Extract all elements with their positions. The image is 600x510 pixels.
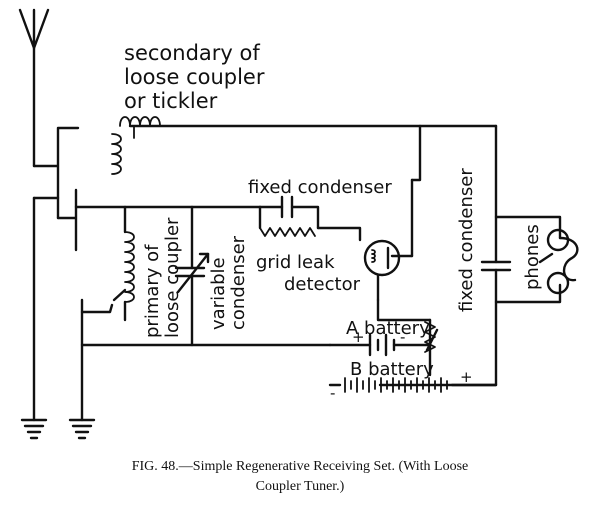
label-primary-2: loose coupler bbox=[162, 217, 183, 338]
secondary-coil bbox=[111, 116, 498, 258]
label-grid-leak: grid leak bbox=[256, 252, 335, 273]
label-secondary-2: loose coupler bbox=[124, 65, 265, 89]
primary-coil bbox=[80, 205, 135, 322]
label-plus-b: + bbox=[460, 368, 473, 386]
label-plus-a: + bbox=[352, 328, 365, 346]
label-secondary-1: secondary of bbox=[124, 41, 260, 65]
label-minus-a: - bbox=[400, 328, 405, 346]
plate-wire bbox=[410, 124, 422, 182]
label-phones: phones bbox=[522, 224, 543, 290]
variable-condenser bbox=[174, 205, 210, 347]
b-battery bbox=[328, 377, 498, 393]
caption-line-1: FIG. 48.—Simple Regenerative Receiving S… bbox=[132, 459, 469, 474]
label-detector: detector bbox=[284, 274, 361, 295]
tuner-switch bbox=[32, 126, 80, 252]
grid-condenser bbox=[258, 195, 362, 242]
label-a-battery: A battery bbox=[346, 318, 430, 339]
label-fixed-condenser-top: fixed condenser bbox=[248, 177, 392, 198]
label-b-battery: B battery bbox=[350, 359, 434, 380]
label-secondary-3: or tickler bbox=[124, 89, 218, 113]
label-minus-b: - bbox=[330, 384, 335, 402]
ground-icon-2 bbox=[68, 298, 96, 440]
label-variable-2: condenser bbox=[228, 235, 249, 330]
detector-tube bbox=[363, 239, 414, 302]
label-variable-1: variable bbox=[208, 257, 229, 330]
ground-icon bbox=[20, 196, 48, 440]
caption-line-2: Coupler Tuner.) bbox=[256, 479, 345, 494]
a-battery bbox=[328, 298, 439, 377]
label-primary-1: primary of bbox=[142, 244, 163, 338]
antenna-icon bbox=[18, 8, 50, 168]
label-fixed-condenser-right: fixed condenser bbox=[456, 168, 477, 312]
phones-icon bbox=[494, 215, 579, 304]
